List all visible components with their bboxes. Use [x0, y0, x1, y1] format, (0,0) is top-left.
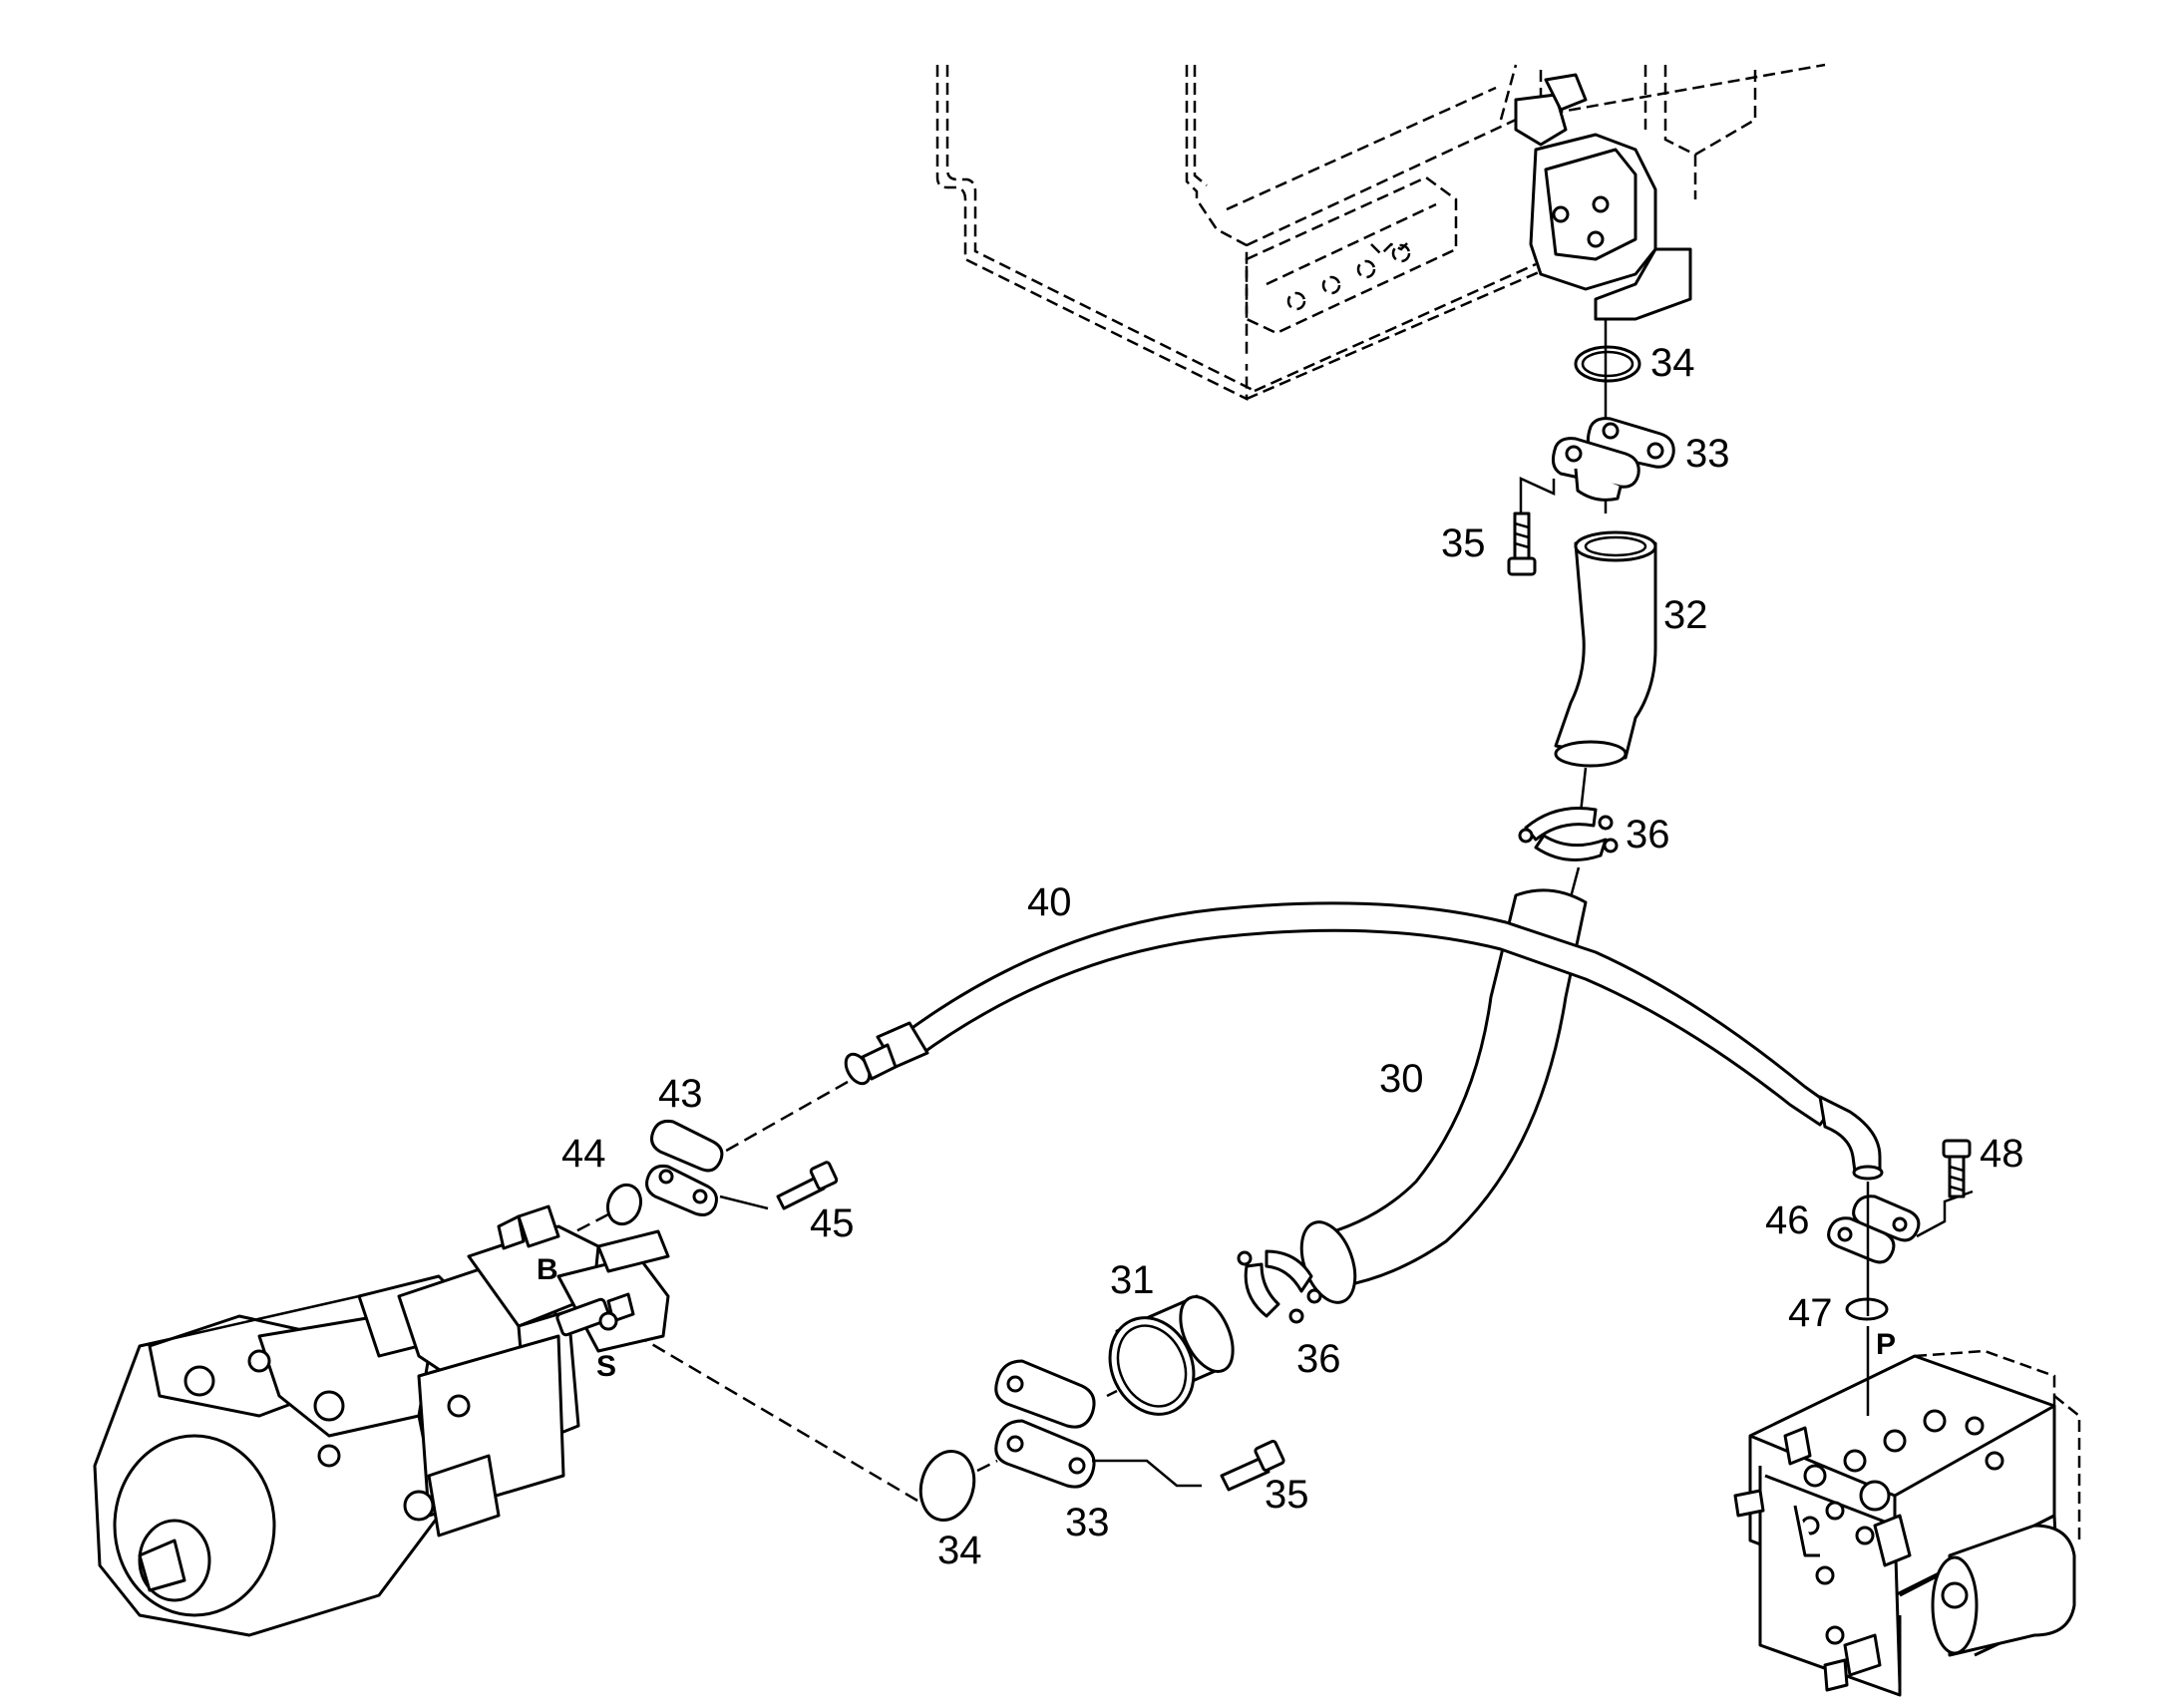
item-label-46: 46: [1765, 1198, 1810, 1242]
item-label-32: 32: [1663, 593, 1708, 637]
item-label-30: 30: [1379, 1057, 1424, 1101]
part-36-lower-hose-clamp: [1237, 1249, 1322, 1324]
part-34-lower-o-ring: [588, 1334, 998, 1522]
hydraulic-pump: [93, 1204, 670, 1637]
part-40-pressure-hose: [844, 901, 1884, 1181]
item-label-34-lower: 34: [937, 1529, 982, 1572]
part-36-upper-hose-clamp: [1518, 806, 1619, 898]
part-31-pipe-sleeve: [1108, 1294, 1235, 1416]
part-47-o-ring: [1845, 1297, 1889, 1416]
item-label-36-upper: 36: [1626, 813, 1670, 856]
item-label-48: 48: [1980, 1132, 2024, 1176]
item-label-47: 47: [1788, 1291, 1833, 1335]
port-label-s: S: [596, 1350, 616, 1383]
item-label-35-lower: 35: [1265, 1473, 1309, 1517]
item-label-31: 31: [1110, 1258, 1155, 1302]
part-35-upper-bolt: [1507, 477, 1556, 576]
port-label-b: B: [537, 1253, 558, 1286]
item-label-45: 45: [810, 1201, 855, 1245]
item-label-44: 44: [561, 1132, 606, 1176]
item-label-33-lower: 33: [1065, 1501, 1110, 1544]
item-label-40: 40: [1027, 880, 1072, 924]
part-32-elbow-pipe: [1554, 530, 1657, 814]
part-35-lower-bolt: [1092, 1439, 1285, 1492]
control-valve: [1733, 1349, 2081, 1697]
item-label-36-lower: 36: [1296, 1337, 1341, 1381]
item-label-35-upper: 35: [1441, 521, 1486, 565]
part-45-bolt: [719, 1161, 839, 1210]
item-label-34-upper: 34: [1650, 341, 1695, 385]
item-label-43: 43: [658, 1072, 703, 1116]
part-33-upper-split-flange: [1551, 417, 1675, 502]
item-label-33-upper: 33: [1685, 432, 1730, 476]
part-46-split-flange: [1827, 1182, 1921, 1316]
hydraulic-tank: [935, 63, 1826, 402]
part-33-lower-split-flange: [994, 1359, 1118, 1489]
port-label-p: P: [1876, 1328, 1896, 1361]
part-48-bolt: [1916, 1139, 1974, 1238]
part-43-split-flange: [645, 1080, 849, 1216]
